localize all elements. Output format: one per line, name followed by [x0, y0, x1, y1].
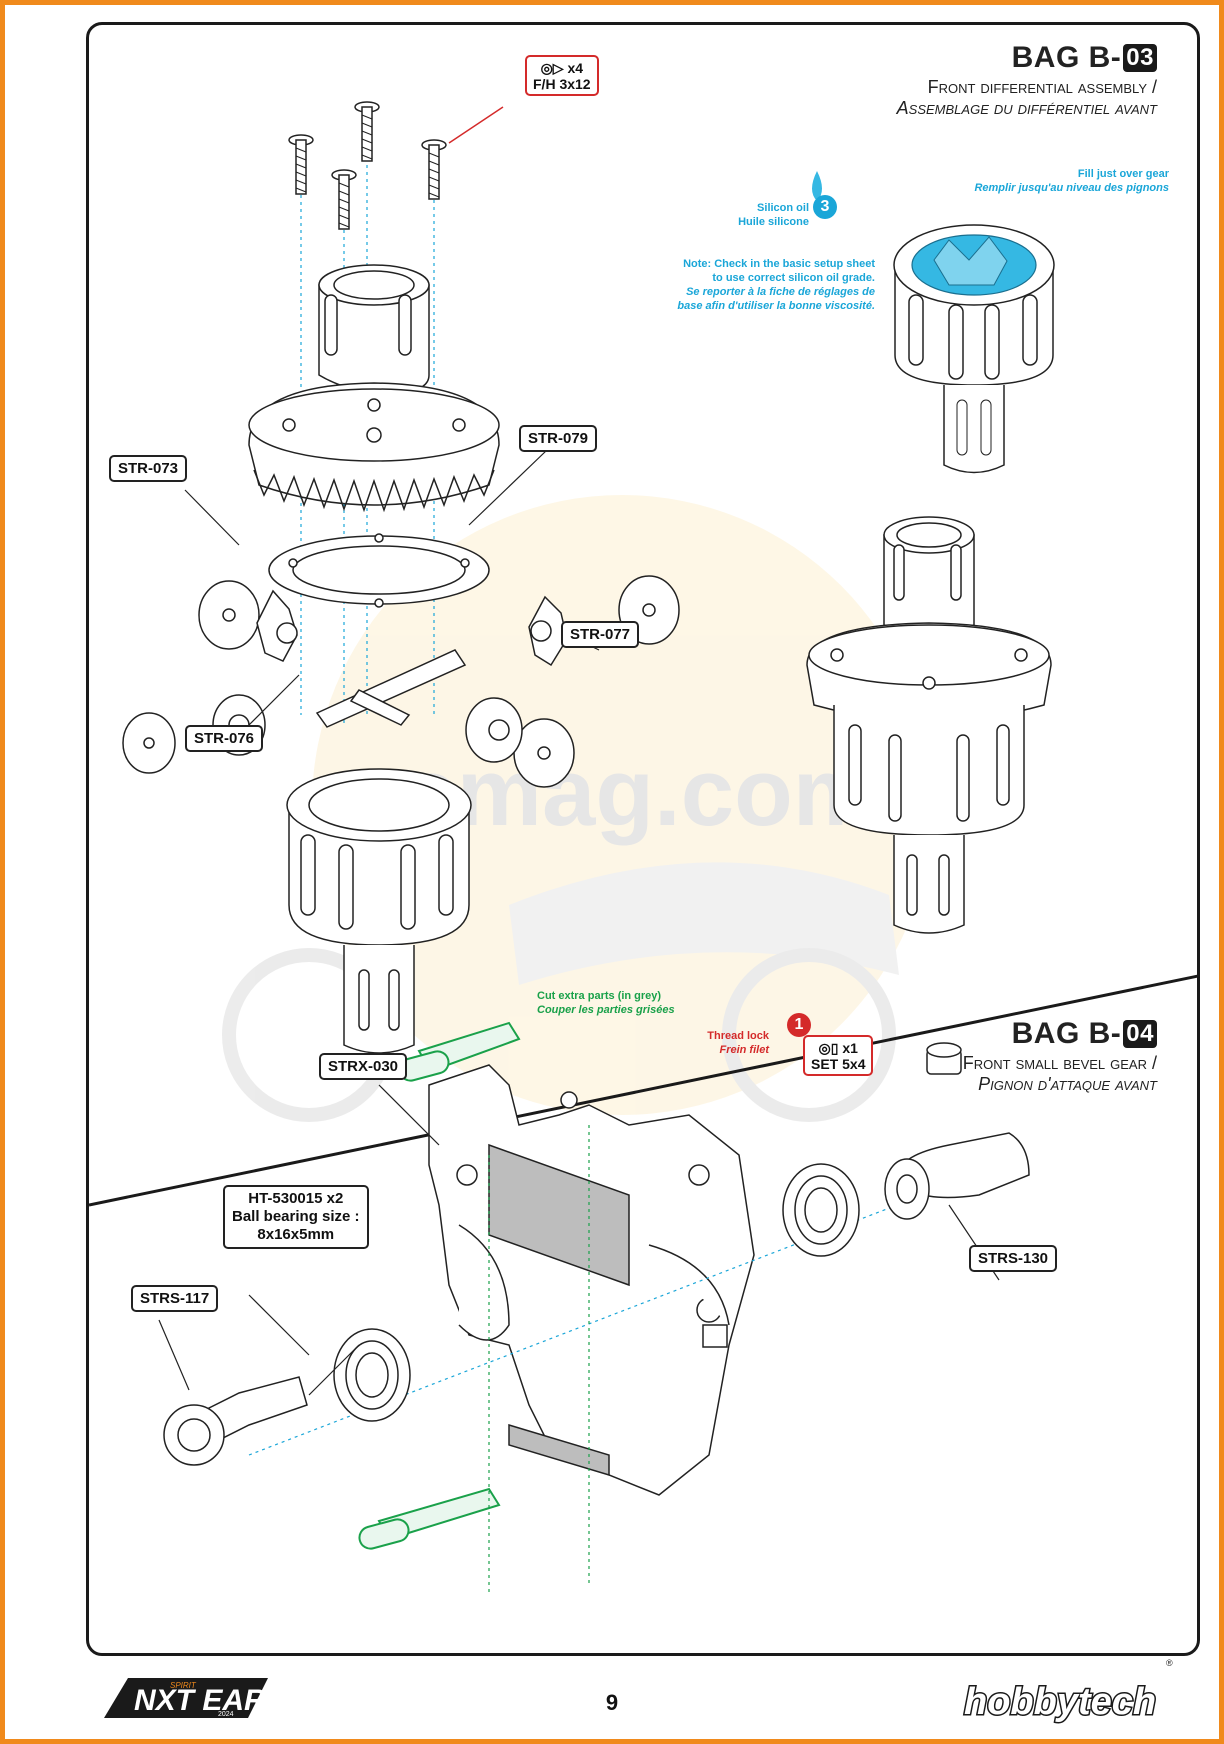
logo-left-year: 2024: [218, 1711, 234, 1718]
screw-fh-3: [331, 169, 357, 230]
section-title-fr: Assemblage du différentiel avant: [896, 98, 1157, 118]
screw-fh-4: [421, 139, 447, 200]
bearing-callout: HT-530015 x2 Ball bearing size : 8x16x5m…: [223, 1185, 369, 1249]
bag-title-b04: BAG B-04: [963, 1017, 1157, 1051]
screw-qty: x4: [567, 60, 584, 76]
fill-note: Fill just over gear Remplir jusqu'au niv…: [879, 167, 1169, 195]
part-label-str077: STR-077: [561, 621, 640, 648]
bag-number-badge: 04: [1123, 1020, 1157, 1048]
step-number-3: 3: [813, 195, 837, 219]
fill-note-en: Fill just over gear: [1077, 168, 1169, 180]
bag-label: BAG B-: [1011, 41, 1122, 74]
silicon-oil-en: Silicon oil: [757, 202, 809, 214]
section-b03-header: BAG B-03 Front differential assembly / A…: [897, 41, 1157, 119]
setup-note: Note: Check in the basic setup sheet to …: [589, 257, 875, 313]
logo-left-sub: SPIRIT: [170, 1681, 197, 1690]
fill-note-fr: Remplir jusqu'au niveau des pignons: [974, 182, 1169, 194]
cut-parts-fr: Couper les parties grisées: [537, 1004, 675, 1016]
bag-number-badge: 03: [1123, 44, 1157, 72]
section-title-en: Front small bevel gear /: [962, 1053, 1157, 1073]
section-title-en: Front differential assembly /: [927, 77, 1157, 97]
part-label-strs117: STRS-117: [131, 1285, 219, 1312]
part-label-str076: STR-076: [185, 725, 264, 752]
diff-gasket: [268, 533, 490, 608]
setup-note-fr-1: Se reporter à la fiche de réglages de: [686, 286, 875, 298]
setup-note-en-1: Note: Check in the basic setup sheet: [683, 258, 875, 270]
logo-right-text: hobbytech: [964, 1681, 1156, 1723]
step-number-1: 1: [787, 1013, 811, 1037]
part-label-str073: STR-073: [109, 455, 188, 482]
thread-lock-note: Thread lock Frein filet: [689, 1029, 769, 1057]
thread-lock-en: Thread lock: [707, 1030, 769, 1042]
thread-lock-fr: Frein filet: [719, 1044, 769, 1056]
instruction-panel: rcmag.com: [86, 22, 1200, 1656]
section-divider: [89, 974, 1197, 1207]
diff-assembled: [806, 516, 1052, 934]
cut-part-pieces: [358, 1021, 521, 1550]
logo-left-text: NXT EAR: [134, 1684, 266, 1717]
washer-icon: ◎▷: [540, 60, 564, 76]
section-b04-header: BAG B-04 Front small bevel gear / Pignon…: [963, 1017, 1157, 1095]
set-screw-icon: ◎▯: [818, 1040, 839, 1056]
bag-title-b03: BAG B-03: [897, 41, 1157, 75]
nxt-gear-logo: NXT EAR SPIRIT 2024: [98, 1672, 274, 1724]
silicon-oil-fr: Huile silicone: [738, 216, 809, 228]
cut-parts-en: Cut extra parts (in grey): [537, 990, 662, 1002]
diff-cup-ring-gear: [248, 264, 500, 513]
diff-filled-oil: [893, 224, 1055, 474]
section-title-fr: Pignon d'attaque avant: [978, 1074, 1157, 1094]
setup-note-en-2: to use correct silicon oil grade.: [712, 272, 875, 284]
bearing-size-label: Ball bearing size :: [232, 1208, 360, 1225]
b04-parts: [163, 1042, 1030, 1466]
hobbytech-logo: hobbytech: [960, 1676, 1182, 1726]
screw-set-callout: ◎▯ x1 SET 5x4: [803, 1035, 874, 1076]
bag-label: BAG B-: [1011, 1017, 1122, 1050]
gearbox-housing: [428, 1064, 755, 1496]
silicon-oil-note: Silicon oil Huile silicone: [669, 201, 809, 229]
screw-fh-2: [354, 101, 380, 162]
bearing-part-number: HT-530015 x2: [248, 1190, 344, 1207]
cut-parts-note: Cut extra parts (in grey) Couper les par…: [537, 989, 675, 1017]
screw-size: F/H 3x12: [533, 76, 591, 92]
screw-fh-callout: ◎▷ x4 F/H 3x12: [525, 55, 599, 96]
diff-case: [286, 768, 472, 1054]
exploded-diagram: rcmag.com: [89, 101, 1197, 1595]
registered-mark: ®: [1166, 1658, 1173, 1668]
screw-size: SET 5x4: [811, 1056, 866, 1072]
screw-fh-1: [288, 134, 314, 195]
part-label-strx030: STRX-030: [319, 1053, 408, 1080]
part-label-str079: STR-079: [519, 425, 598, 452]
part-label-strs130: STRS-130: [969, 1245, 1058, 1272]
screw-qty: x1: [842, 1040, 858, 1056]
oil-drop-icon: [812, 171, 822, 201]
setup-note-fr-2: base afin d'utiliser la bonne viscosité.: [677, 300, 875, 312]
bearing-size-value: 8x16x5mm: [257, 1226, 335, 1243]
page-number: 9: [605, 1690, 619, 1715]
